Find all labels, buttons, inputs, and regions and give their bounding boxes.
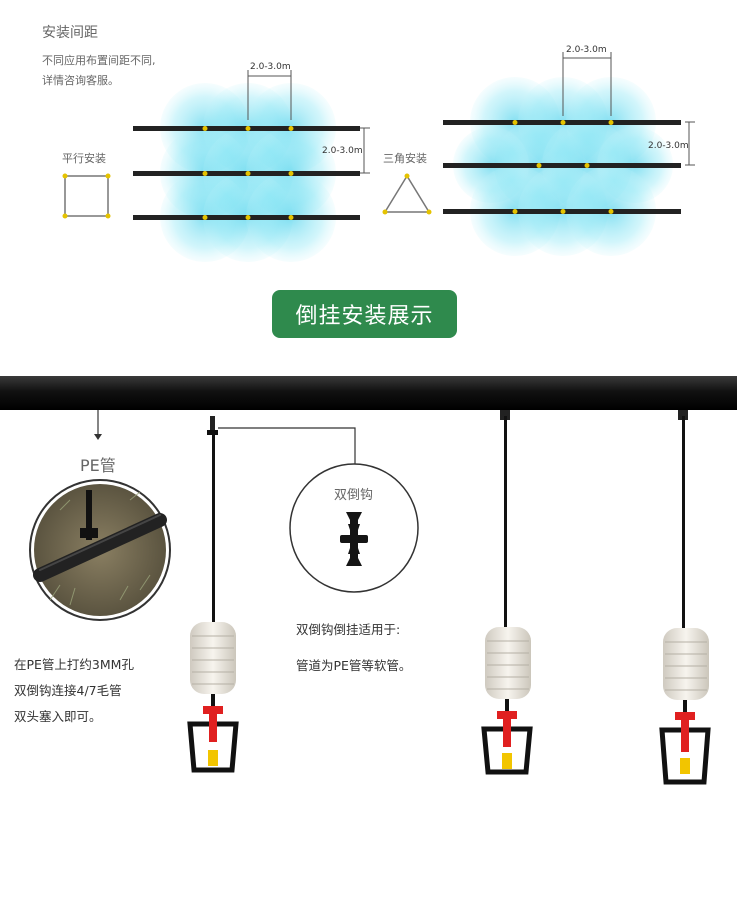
triangle-icon xyxy=(382,173,432,215)
pe-arrow xyxy=(94,410,102,440)
spacing-desc-line1: 不同应用布置间距不同, xyxy=(42,54,156,67)
dim-left-side: 2.0-3.0m xyxy=(322,146,363,156)
hanging-sprinkler-1 xyxy=(187,416,239,773)
triangle-pipes xyxy=(443,120,681,214)
center-note-line: 管道为PE管等软管。 xyxy=(296,658,412,673)
triangle-label: 三角安装 xyxy=(383,152,427,165)
connector-callout xyxy=(218,427,419,593)
left-note-line: 双头塞入即可。 xyxy=(14,709,102,724)
hanging-sprinkler-2 xyxy=(481,410,533,775)
dim-right-top: 2.0-3.0m xyxy=(566,45,607,55)
left-note-line: 在PE管上打约3MM孔 xyxy=(14,657,134,672)
spacing-desc-line2: 详情咨询客服。 xyxy=(42,74,119,87)
parallel-label: 平行安装 xyxy=(62,152,106,165)
pe-main-pipe xyxy=(0,376,737,410)
section-banner: 倒挂安装展示 xyxy=(272,290,457,338)
pe-pipe-label: PE管 xyxy=(80,456,116,475)
pe-pipe-photo xyxy=(29,479,171,621)
dim-right-side: 2.0-3.0m xyxy=(648,141,689,151)
center-note: 双倒钩倒挂适用于: 管道为PE管等软管。 xyxy=(296,612,411,684)
hanging-sprinkler-3 xyxy=(659,410,711,785)
connector-label: 双倒钩 xyxy=(334,488,374,503)
dim-left-top: 2.0-3.0m xyxy=(250,62,291,72)
parallel-pipes xyxy=(133,126,360,220)
left-note: 在PE管上打约3MM孔 双倒钩连接4/7毛管 双头塞入即可。 xyxy=(14,652,134,730)
left-note-line: 双倒钩连接4/7毛管 xyxy=(14,683,122,698)
left-dimension-lines xyxy=(247,70,370,174)
install-diagram xyxy=(0,376,737,785)
spacing-title: 安装间距 xyxy=(42,25,98,41)
center-note-line: 双倒钩倒挂适用于: xyxy=(296,622,401,637)
spacing-diagram xyxy=(62,52,695,262)
right-dimension-lines xyxy=(562,52,695,166)
parallel-square-icon xyxy=(62,173,111,219)
